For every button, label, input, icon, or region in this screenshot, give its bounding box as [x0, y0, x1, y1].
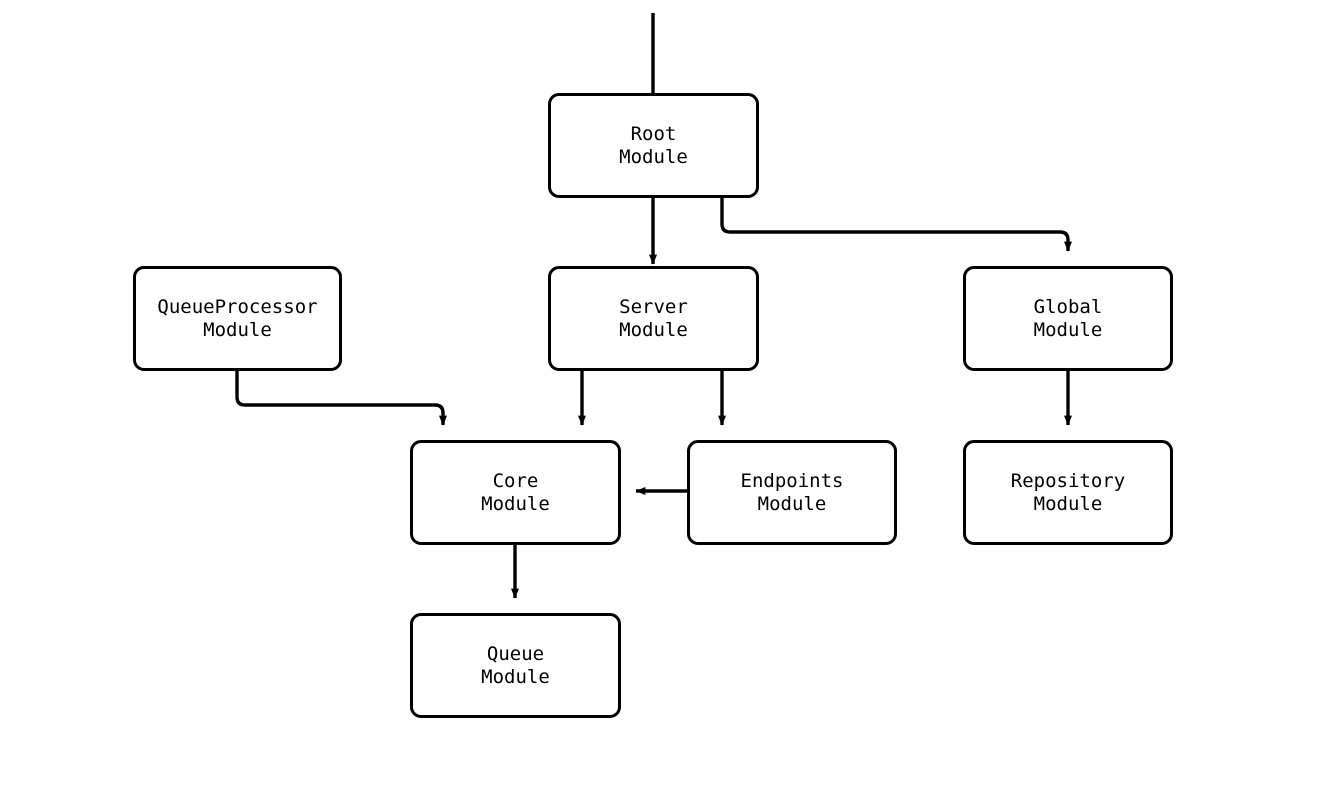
node-endpoints-module-label: Endpoints Module: [740, 469, 844, 515]
node-queue-module-label: Queue Module: [481, 642, 550, 688]
node-global-module[interactable]: Global Module: [963, 266, 1173, 371]
node-root-module[interactable]: Root Module: [548, 93, 759, 198]
node-queueprocessor-module[interactable]: QueueProcessor Module: [133, 266, 342, 371]
node-core-module-label: Core Module: [481, 469, 550, 515]
edge-queueprocessor-to-core: [235, 371, 447, 426]
node-root-module-label: Root Module: [619, 122, 688, 168]
node-global-module-label: Global Module: [1033, 295, 1103, 341]
node-repository-module[interactable]: Repository Module: [963, 440, 1173, 545]
node-repository-module-label: Repository Module: [1010, 469, 1126, 515]
node-endpoints-module[interactable]: Endpoints Module: [687, 440, 897, 545]
node-queue-module[interactable]: Queue Module: [410, 613, 621, 718]
edge-root-to-global: [720, 198, 1072, 252]
node-core-module[interactable]: Core Module: [410, 440, 621, 545]
node-queueprocessor-module-label: QueueProcessor Module: [157, 295, 318, 341]
node-server-module[interactable]: Server Module: [548, 266, 759, 371]
node-server-module-label: Server Module: [619, 295, 688, 341]
